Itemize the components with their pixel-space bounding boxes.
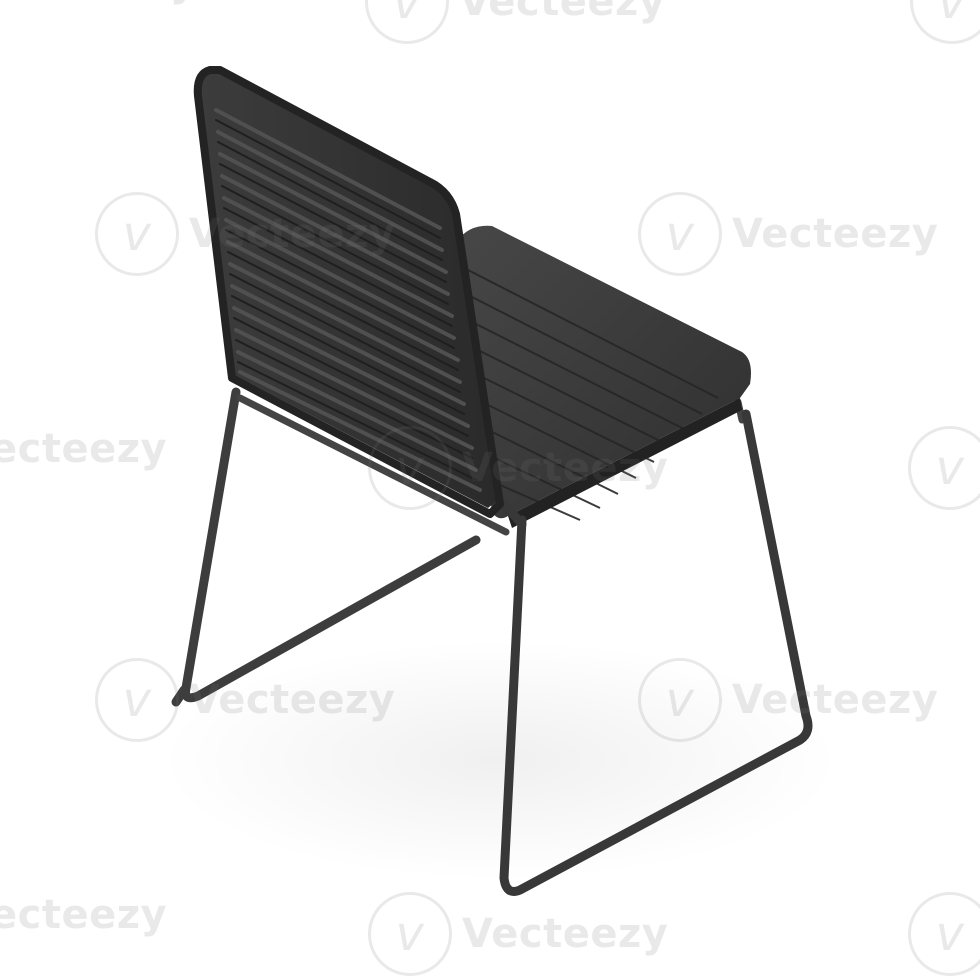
rear-leg-frame	[171, 387, 481, 707]
chair-seat	[458, 225, 751, 528]
floor-shadow	[160, 640, 840, 880]
chair-backrest	[193, 66, 504, 518]
